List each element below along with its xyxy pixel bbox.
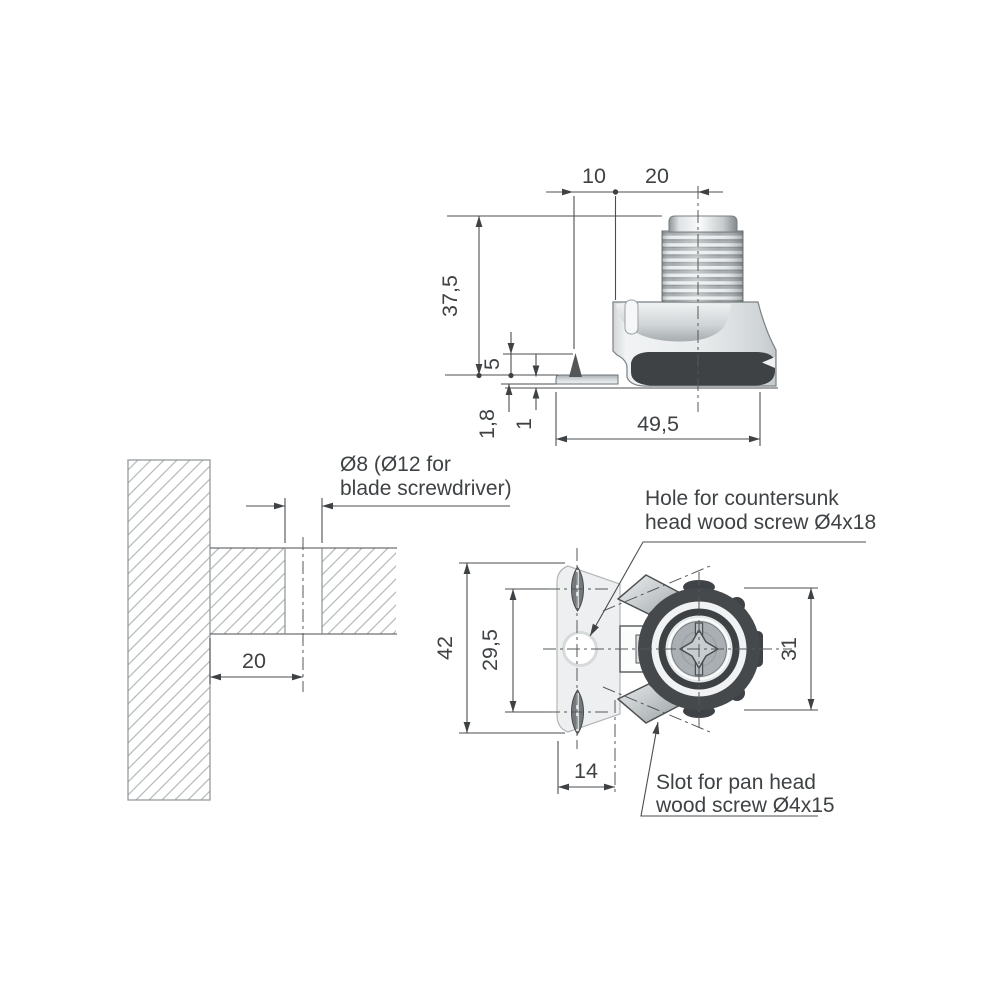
pan-head-slot-callout: Slot for pan head wood screw Ø4x15 [640, 721, 835, 817]
dim-20-panel-label: 20 [242, 649, 266, 673]
dim-slot-spacing-29-5: 29,5 [478, 588, 549, 713]
side-view [505, 215, 778, 389]
dim-1-8-label: 1,8 [475, 409, 499, 439]
dim-5-label: 5 [480, 358, 504, 370]
housing-groove-highlight [624, 299, 639, 335]
dim-height-37-5: 37,5 [438, 215, 662, 379]
housing-scoop [616, 304, 731, 342]
dim-29-5-label: 29,5 [478, 629, 502, 671]
horizontal-panel-left [210, 548, 285, 634]
panel-cross-section [127, 459, 397, 801]
dim-37-5-label: 37,5 [438, 275, 462, 317]
dim-total-49-5: 49,5 [555, 392, 761, 446]
hole-note-line1: Ø8 (Ø12 for [340, 453, 451, 476]
dim-42-label: 42 [433, 636, 457, 660]
dim-20-top-label: 20 [645, 164, 669, 188]
dim-flange-1-8: 1,8 [475, 383, 556, 439]
dim-14-label: 14 [574, 759, 598, 783]
dim-offset-top: 10 20 [546, 164, 723, 196]
dim-31-label: 31 [777, 637, 801, 661]
dim-49-5-label: 49,5 [637, 412, 679, 436]
countersunk-hole-callout: Hole for countersunk head wood screw Ø4x… [589, 487, 876, 637]
vertical-panel [127, 459, 211, 801]
dim-rib-1: 1 [512, 354, 540, 430]
flange-spike [569, 353, 582, 377]
dim-hole-diameter: Ø8 (Ø12 for blade screwdriver) [246, 453, 512, 543]
pan-label-line2: wood screw Ø4x15 [655, 794, 835, 817]
dim-spike-5: 5 [480, 332, 573, 379]
front-view-centerlines [543, 548, 792, 795]
front-view [556, 565, 763, 735]
horizontal-panel-right [322, 548, 396, 634]
pan-label-line1: Slot for pan head [656, 771, 816, 794]
threaded-stud [661, 215, 744, 303]
dim-1-label: 1 [512, 418, 536, 430]
dim-10-label: 10 [582, 164, 606, 188]
side-view-extensions [573, 186, 699, 412]
countersunk-label-line1: Hole for countersunk [645, 487, 839, 510]
flange [555, 374, 619, 385]
dim-plate-height-42: 42 [433, 562, 565, 734]
dim-barrel-31: 31 [744, 587, 818, 711]
hole-note-line2: blade screwdriver) [340, 477, 512, 500]
dim-edge-distance-20: 20 [209, 638, 303, 684]
housing-dark-base [631, 352, 775, 386]
countersunk-label-line2: head wood screw Ø4x18 [645, 511, 876, 534]
stud-cap [668, 215, 738, 233]
base-notch [762, 357, 775, 368]
dim-plate-width-14: 14 [557, 741, 615, 794]
